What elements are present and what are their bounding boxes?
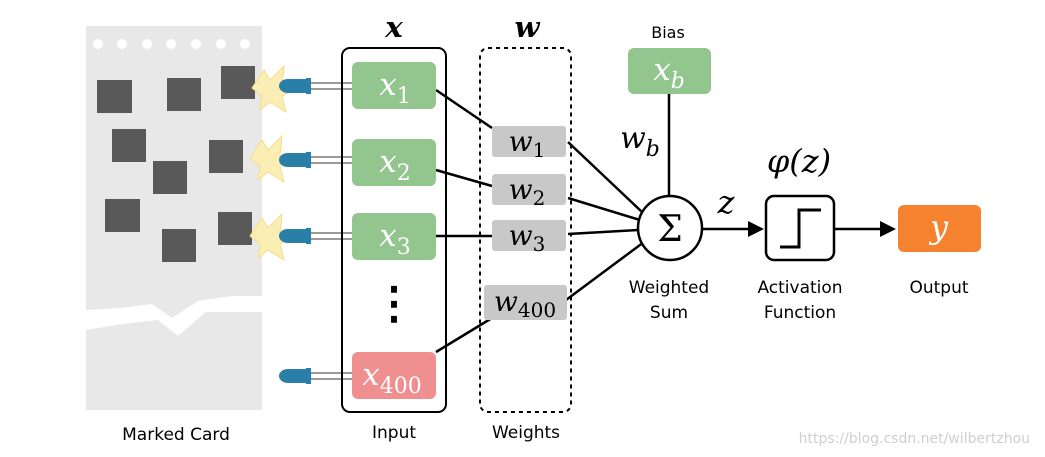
- input-node-3-sub: 3: [397, 235, 411, 260]
- input-node-1-base: x: [379, 67, 397, 103]
- input-node-400-sub: 400: [380, 374, 422, 399]
- bias-title: Bias: [651, 23, 685, 42]
- step-function-icon: [780, 208, 821, 249]
- input-column: x x1 x2 x3 ⋮ x400 Input: [341, 10, 447, 443]
- input-node-2: x2: [352, 139, 436, 186]
- edge-x2-w2: [435, 168, 493, 188]
- svg-text:w2: w2: [509, 173, 546, 210]
- card-marks: [97, 66, 255, 262]
- input-node-400: x400: [352, 352, 436, 399]
- svg-text:x2: x2: [379, 144, 410, 186]
- input-frame: [341, 47, 447, 413]
- weight-node-1-base: w: [509, 125, 533, 158]
- svg-text:xb: xb: [653, 52, 685, 94]
- output-node: y Output: [898, 205, 981, 298]
- input-vector-symbol: x: [384, 10, 403, 44]
- input-node-2-base: x: [379, 144, 397, 180]
- sum-node: Σ Weighted Sum z: [629, 183, 736, 323]
- edge-w2-sum: [567, 196, 641, 222]
- activation-formula: φ(z): [767, 142, 831, 180]
- led-sensor-1: [279, 78, 353, 94]
- svg-text:w3: w3: [509, 219, 546, 256]
- input-ellipsis: ⋮: [372, 278, 416, 329]
- weight-node-1-sub: 1: [533, 138, 546, 162]
- weights-column: w w1 w2 w3 w400 Weights: [479, 10, 572, 443]
- sum-label-line2: Sum: [650, 303, 688, 323]
- sum-label-line1: Weighted: [629, 278, 709, 298]
- svg-text:x400: x400: [362, 357, 421, 399]
- edge-w400-sum: [565, 240, 645, 302]
- output-label: Output: [909, 278, 968, 298]
- svg-text:w400: w400: [494, 285, 556, 322]
- bias-weight-base: w: [620, 121, 646, 156]
- weight-node-1: w1: [492, 125, 566, 162]
- arrowheads: [748, 221, 896, 237]
- edge-w1-sum: [567, 141, 643, 213]
- led-sensor-2: [279, 152, 353, 168]
- input-node-2-sub: 2: [397, 161, 411, 186]
- bias-node-sub: b: [671, 69, 685, 94]
- weight-node-400-sub: 400: [518, 298, 556, 322]
- bias-node: [628, 48, 711, 94]
- activation-label-line2: Function: [764, 303, 836, 323]
- svg-text:wb: wb: [620, 121, 660, 162]
- weight-node-3-sub: 3: [533, 232, 546, 256]
- card-label: Marked Card: [122, 425, 230, 445]
- input-node-400-base: x: [362, 357, 380, 393]
- weights-label: Weights: [492, 423, 560, 443]
- edge-w3-sum: [567, 228, 639, 236]
- svg-text:x1: x1: [379, 67, 410, 109]
- led-sensor-3: [279, 228, 353, 244]
- bias-node-base: x: [653, 52, 671, 88]
- weight-node-3-base: w: [509, 219, 533, 252]
- input-node-3-base: x: [379, 218, 397, 254]
- weight-node-400: w400: [484, 285, 567, 322]
- svg-text:w1: w1: [509, 125, 546, 162]
- weight-node-2: w2: [492, 173, 566, 210]
- input-node-1: x1: [352, 62, 436, 109]
- marked-card: Marked Card: [86, 26, 262, 445]
- activation-label-line1: Activation: [757, 278, 842, 298]
- bias-group: Bias xb wb: [620, 23, 711, 162]
- arrowhead-z: [748, 221, 764, 237]
- input-node-1-sub: 1: [397, 84, 411, 109]
- weight-node-2-base: w: [509, 173, 533, 206]
- arrowhead-y: [880, 221, 896, 237]
- led-sensors: [279, 78, 353, 384]
- input-label: Input: [372, 423, 416, 443]
- input-node-3: x3: [352, 213, 436, 260]
- sum-symbol: Σ: [657, 209, 682, 250]
- weights-vector-symbol: w: [515, 10, 541, 44]
- edge-x1-w1: [435, 88, 493, 130]
- card-holes: [93, 39, 250, 49]
- output-symbol: y: [928, 208, 949, 246]
- edge-x400-w400: [435, 316, 493, 354]
- weight-node-2-sub: 2: [533, 186, 546, 210]
- bias-weight-sub: b: [646, 137, 660, 162]
- watermark: https://blog.csdn.net/wilbertzhou: [799, 431, 1030, 447]
- weight-node-3: w3: [492, 219, 566, 256]
- weight-node-400-base: w: [494, 285, 518, 318]
- activation-node: φ(z) Activation Function: [757, 142, 842, 323]
- svg-text:x3: x3: [379, 218, 410, 260]
- z-label: z: [717, 183, 736, 221]
- led-sensor-400: [279, 368, 353, 384]
